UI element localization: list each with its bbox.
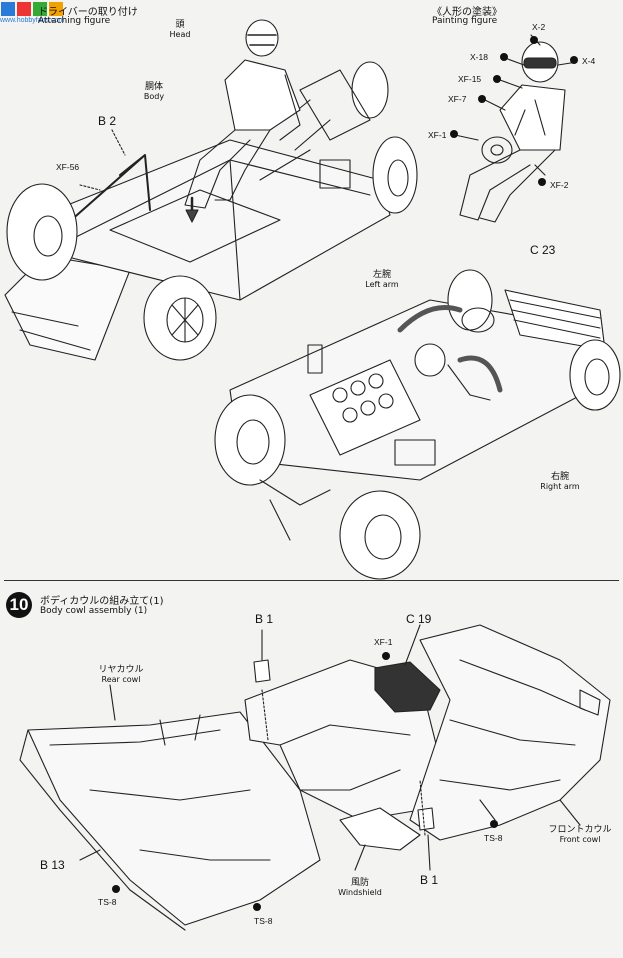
rear-cowl-label: リヤカウル Rear cowl	[98, 665, 144, 685]
paint-code-xf1: XF-1	[428, 130, 447, 140]
driver-figure-seated	[185, 20, 300, 208]
paint-code-x4: X-4	[582, 56, 596, 66]
paint-code-xf2: XF-2	[550, 180, 569, 190]
part-c23: C 23	[530, 243, 556, 257]
part-b2: B 2	[98, 114, 117, 128]
paint-dot	[382, 652, 390, 660]
paint-dot	[500, 53, 508, 61]
paint-dot	[450, 130, 458, 138]
part-ts8-b: TS-8	[254, 916, 273, 926]
step9-title-en: Attaching figure	[38, 16, 111, 26]
body-cowl-drawing	[20, 625, 610, 930]
step9-title-jp: ドライバーの取り付け	[38, 7, 138, 18]
paint-dot	[530, 36, 538, 44]
windshield-label: 風防 Windshield	[338, 878, 382, 898]
paint-dot	[112, 885, 120, 893]
part-ts8-a: TS-8	[98, 897, 117, 907]
right-arm-label: 右腕 Right arm	[540, 472, 580, 492]
painting-title-jp: 《人形の塗装》	[432, 7, 502, 18]
paint-code-xf15: XF-15	[458, 74, 482, 84]
paint-dot	[253, 903, 261, 911]
left-arm-label: 左腕 Left arm	[365, 270, 399, 290]
site-logo: www.hobbyfans.com	[0, 0, 80, 28]
step10-title-jp: ボディカウルの組み立て(1)	[40, 596, 164, 607]
part-b1-bottom: B 1	[420, 873, 439, 887]
paint-dot	[490, 820, 498, 828]
part-xf56: XF-56	[56, 162, 80, 172]
part-c19: C 19	[406, 612, 432, 626]
paint-dot	[493, 75, 501, 83]
front-cowl-label: フロントカウル Front cowl	[548, 825, 612, 845]
step-number-badge: 10	[6, 592, 32, 618]
head-label: 頭 Head	[169, 20, 191, 40]
body-label: 胴体 Body	[143, 82, 165, 102]
section-divider	[4, 580, 619, 581]
paint-code-x2: X-2	[532, 22, 546, 32]
paint-dot	[478, 95, 486, 103]
paint-code-xf7: XF-7	[448, 94, 467, 104]
part-xf1: XF-1	[374, 637, 393, 647]
chassis-top-left-drawing	[5, 20, 417, 360]
painting-figure-drawing	[455, 35, 577, 222]
watermark-text: www.hobbyfans.com	[0, 17, 65, 24]
paint-dot	[538, 178, 546, 186]
part-ts8-c: TS-8	[484, 833, 503, 843]
paint-dot	[570, 56, 578, 64]
part-b13: B 13	[40, 858, 65, 872]
part-b1-top: B 1	[255, 612, 274, 626]
step10-title-en: Body cowl assembly (1)	[40, 606, 148, 616]
chassis-middle-drawing	[215, 270, 620, 579]
paint-code-x18: X-18	[470, 52, 488, 62]
painting-title-en: Painting figure	[432, 16, 498, 26]
